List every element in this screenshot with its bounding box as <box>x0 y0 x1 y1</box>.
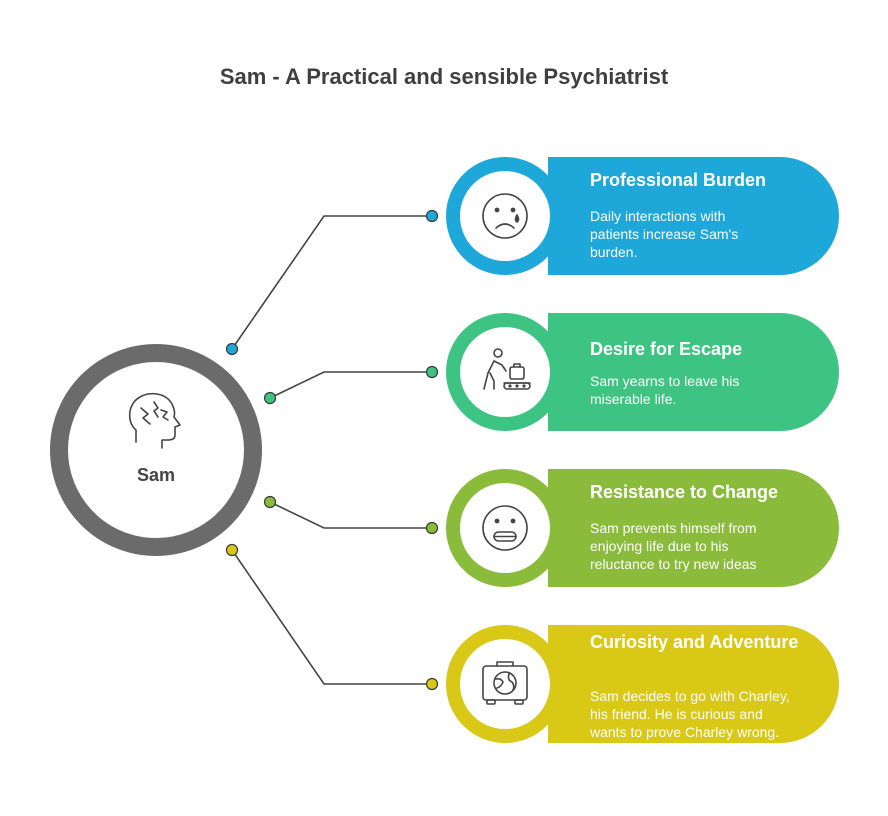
card-4-title: Curiosity and Adventure <box>590 632 798 652</box>
card-2-desc: Sam yearns to leave his miserable life. <box>590 373 743 407</box>
card-2-background <box>548 313 839 431</box>
card-curiosity-and-adventure: Curiosity and Adventure Sam decides to g… <box>446 625 839 743</box>
card-4-background <box>548 625 839 743</box>
dot-card-2 <box>425 365 439 379</box>
card-3-icon-ring <box>446 469 564 587</box>
card-4-line-2: his friend. He is curious and <box>590 706 763 722</box>
card-3-desc: Sam prevents himself from enjoying life … <box>590 520 760 572</box>
connector-3 <box>269 501 432 529</box>
card-resistance-to-change: Resistance to Change Sam prevents himsel… <box>446 469 839 587</box>
grimace-face-icon <box>482 505 528 551</box>
connector-4 <box>231 549 432 685</box>
sad-tear-face-icon <box>482 193 528 239</box>
card-4-icon-ring <box>446 625 564 743</box>
page-title: Sam - A Practical and sensible Psychiatr… <box>219 64 669 89</box>
card-2-line-1: Sam yearns to leave his <box>590 373 739 389</box>
connector-1 <box>231 215 432 350</box>
connector-2 <box>269 371 432 399</box>
connector-dots <box>225 209 439 691</box>
dot-card-3 <box>425 521 439 535</box>
card-desire-for-escape: Desire for Escape Sam yearns to leave hi… <box>446 313 839 431</box>
head-lightning-icon <box>128 392 181 449</box>
card-3-line-3: reluctance to try new ideas <box>590 556 757 572</box>
dot-card-4 <box>425 677 439 691</box>
card-2-line-2: miserable life. <box>590 391 676 407</box>
card-3-title: Resistance to Change <box>590 482 778 502</box>
dot-hub-3 <box>263 495 277 509</box>
card-1-line-3: burden. <box>590 244 637 260</box>
connectors <box>231 215 432 685</box>
card-3-line-1: Sam prevents himself from <box>590 520 757 536</box>
luggage-carousel-icon <box>483 348 531 390</box>
card-4-line-3: wants to prove Charley wrong. <box>589 724 779 740</box>
card-1-line-2: patients increase Sam's <box>590 226 738 242</box>
card-4-desc: Sam decides to go with Charley, his frie… <box>589 688 794 740</box>
card-professional-burden: Professional Burden Daily interactions w… <box>446 157 839 275</box>
card-1-title: Professional Burden <box>590 170 766 190</box>
dot-hub-2 <box>263 391 277 405</box>
dot-card-1 <box>425 209 439 223</box>
center-node: Sam <box>50 344 262 556</box>
card-3-line-2: enjoying life due to his <box>590 538 729 554</box>
center-ring <box>50 344 262 556</box>
card-4-line-1: Sam decides to go with Charley, <box>590 688 790 704</box>
card-1-icon-ring <box>446 157 564 275</box>
dot-hub-4 <box>225 543 239 557</box>
dot-hub-1 <box>225 342 239 356</box>
center-label: Sam <box>137 465 175 485</box>
card-1-line-1: Daily interactions with <box>590 208 725 224</box>
card-1-desc: Daily interactions with patients increas… <box>590 208 742 260</box>
globe-suitcase-icon <box>482 661 528 705</box>
card-1-background <box>548 157 839 275</box>
card-2-icon-ring <box>446 313 564 431</box>
card-3-background <box>548 469 839 587</box>
card-2-title: Desire for Escape <box>590 339 742 359</box>
